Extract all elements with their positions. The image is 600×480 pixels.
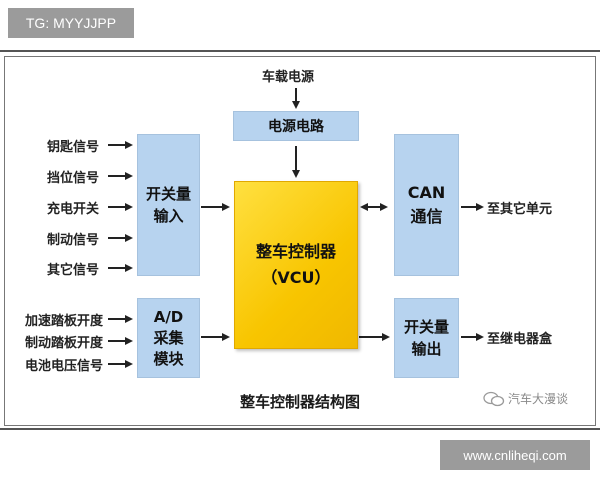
can-comm-block: CAN 通信	[394, 134, 459, 276]
logo: 汽车大漫谈	[483, 390, 568, 407]
switch-output-block: 开关量输出	[394, 298, 459, 378]
vcu-line2: （VCU）	[261, 268, 331, 287]
can-line2: 通信	[410, 207, 443, 226]
watermark-top: TG: MYYJJPP	[8, 8, 134, 38]
input-label-other: 其它信号	[46, 263, 99, 278]
switch-output-line2: 输出	[411, 340, 442, 358]
analog-label-brake: 制动踏板开度	[24, 336, 103, 351]
input-label-gear: 挡位信号	[46, 171, 99, 186]
diagram-frame	[0, 50, 600, 430]
can-line1: CAN	[407, 183, 446, 202]
ad-line1: A/D	[153, 307, 184, 326]
switch-output-line1: 开关量	[403, 318, 449, 336]
switch-input-line2: 输入	[153, 207, 184, 225]
input-label-brake: 制动信号	[46, 233, 99, 248]
input-label-key: 钥匙信号	[46, 140, 99, 155]
can-target-label: 至其它单元	[487, 202, 553, 217]
logo-text: 汽车大漫谈	[508, 392, 569, 406]
vcu-line1: 整车控制器	[255, 242, 336, 261]
vcu-block: 整车控制器 （VCU）	[234, 181, 358, 349]
switch-input-line1: 开关量	[145, 185, 191, 203]
switch-input-block: 开关量输入	[137, 134, 200, 276]
ad-line3: 模块	[153, 349, 184, 368]
power-source-label: 车载电源	[262, 70, 315, 85]
watermark-bottom: www.cnliheqi.com	[440, 440, 590, 470]
output-target-label: 至继电器盒	[487, 332, 553, 347]
analog-label-accel: 加速踏板开度	[24, 314, 103, 329]
wechat-icon	[483, 391, 505, 406]
diagram-caption: 整车控制器结构图	[239, 393, 360, 411]
ad-line2: 采集	[153, 328, 184, 347]
input-label-charge: 充电开关	[46, 202, 99, 217]
analog-label-battery: 电池电压信号	[24, 359, 103, 374]
power-circuit-block: 电源电路	[233, 111, 359, 141]
ad-module-block: A/D 采集模块	[137, 298, 200, 378]
